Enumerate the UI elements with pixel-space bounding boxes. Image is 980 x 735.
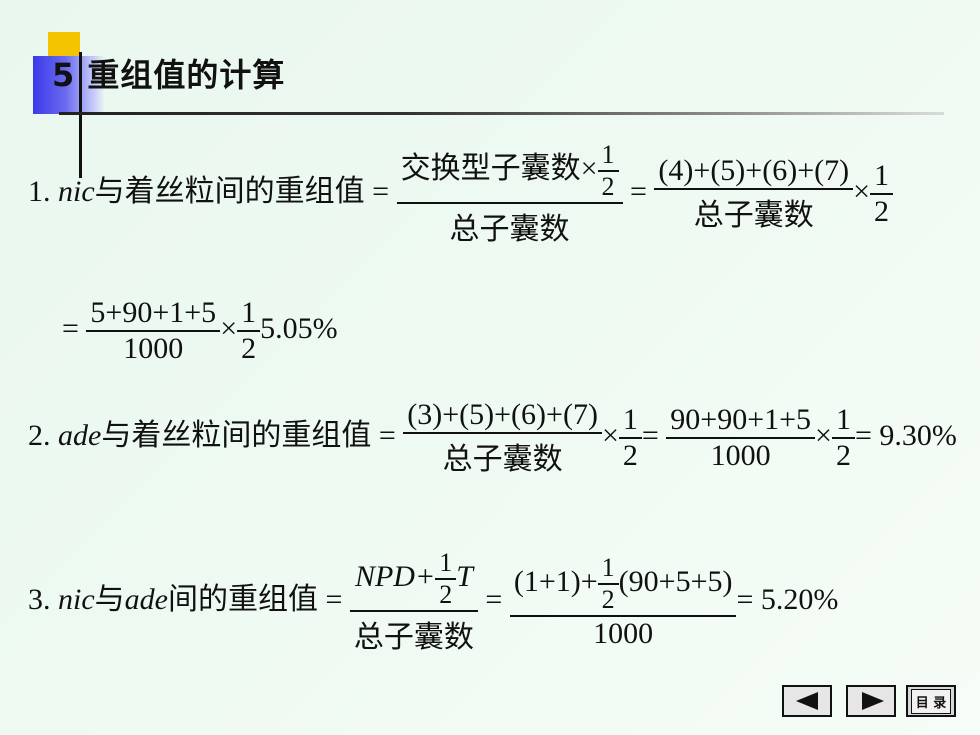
eq2-frac1-numerator: (3)+(5)+(6)+(7) xyxy=(403,398,602,434)
eq2-frac2-denominator: 1000 xyxy=(710,439,771,472)
eq1b-equals: = xyxy=(62,311,79,345)
triangle-left-icon xyxy=(796,692,818,710)
next-slide-button[interactable] xyxy=(846,685,896,717)
eq1b-times: × xyxy=(220,311,238,345)
eq2-times-2: × xyxy=(815,418,832,452)
eq2-result: = 9.30% xyxy=(854,418,957,452)
eq2-frac1-denominator: 总子囊数 xyxy=(442,443,563,476)
eq1-frac1-numerator: 交换型子囊数× xyxy=(400,151,598,185)
eq1-equals: = xyxy=(630,174,647,208)
eq2-label: 与着丝粒间的重组值 = xyxy=(101,418,396,452)
eq1-frac2-numerator: (4)+(5)+(6)+(7) xyxy=(654,154,854,190)
eq2-times-1: × xyxy=(601,418,619,452)
eq3-mid: 与 xyxy=(94,582,125,616)
eq1-frac2-denominator: 总子囊数 xyxy=(693,199,814,232)
eq2-frac2-numerator: 90+90+1+5 xyxy=(666,403,816,439)
previous-slide-button[interactable] xyxy=(782,685,832,717)
title-underline xyxy=(59,112,944,115)
eq1b-fraction: 5+90+1+5 1000 xyxy=(86,296,221,366)
eq1-half: 1 2 xyxy=(870,159,894,229)
equation-2: 2. ade与着丝粒间的重组值 = (3)+(5)+(6)+(7) 总子囊数 ×… xyxy=(28,398,957,478)
eq1b-numerator: 5+90+1+5 xyxy=(86,296,221,332)
eq3-prefix: 3. xyxy=(28,582,58,616)
eq2-equals: = xyxy=(641,418,659,452)
eq3-equals: = xyxy=(485,582,503,616)
eq1-var: nic xyxy=(58,174,95,208)
eq1-frac1-denominator: 总子囊数 xyxy=(449,213,570,246)
eq3-var-1: nic xyxy=(58,582,95,616)
eq3-frac2-num-b: (90+5+5) xyxy=(618,564,733,598)
eq1b-denominator: 1000 xyxy=(123,332,184,365)
eq3-var-2: ade xyxy=(124,582,168,616)
toc-label: 目 录 xyxy=(910,688,952,714)
table-of-contents-button[interactable]: 目 录 xyxy=(906,685,956,717)
equation-1-result: = 5+90+1+5 1000 × 1 2 5.05% xyxy=(62,296,338,366)
eq2-var: ade xyxy=(58,418,102,452)
eq2-half-2: 1 2 xyxy=(831,403,855,473)
decor-blue-gradient-bar xyxy=(33,56,105,114)
triangle-right-icon xyxy=(862,692,884,710)
eq3-frac1-denominator: 总子囊数 xyxy=(353,621,474,654)
eq3-frac1-num-b: T xyxy=(456,559,473,593)
eq1-times: × xyxy=(853,174,871,208)
eq1b-half: 1 2 xyxy=(237,296,261,366)
eq2-fraction-2: 90+90+1+5 1000 xyxy=(666,403,816,473)
eq1-prefix: 1. xyxy=(28,174,58,208)
eq2-fraction-1: (3)+(5)+(6)+(7) 总子囊数 xyxy=(403,398,602,478)
eq3-frac1-num-a: NPD+ xyxy=(354,559,436,593)
eq3-frac2-num-a: (1+1)+ xyxy=(513,564,598,598)
eq2-half-1: 1 2 xyxy=(618,403,642,473)
eq3-result: = 5.20% xyxy=(736,582,839,616)
eq1-fraction-2: (4)+(5)+(6)+(7) 总子囊数 xyxy=(654,154,854,234)
decor-vertical-line xyxy=(79,52,82,178)
slide-title: 5 重组值的计算 xyxy=(52,56,286,94)
eq3-frac2-denominator: 1000 xyxy=(593,617,654,650)
eq1b-result: 5.05% xyxy=(260,311,338,345)
eq1-label: 与着丝粒间的重组值 = xyxy=(94,174,390,208)
eq2-prefix: 2. xyxy=(28,418,58,452)
eq3-label: 间的重组值 = xyxy=(167,582,343,616)
